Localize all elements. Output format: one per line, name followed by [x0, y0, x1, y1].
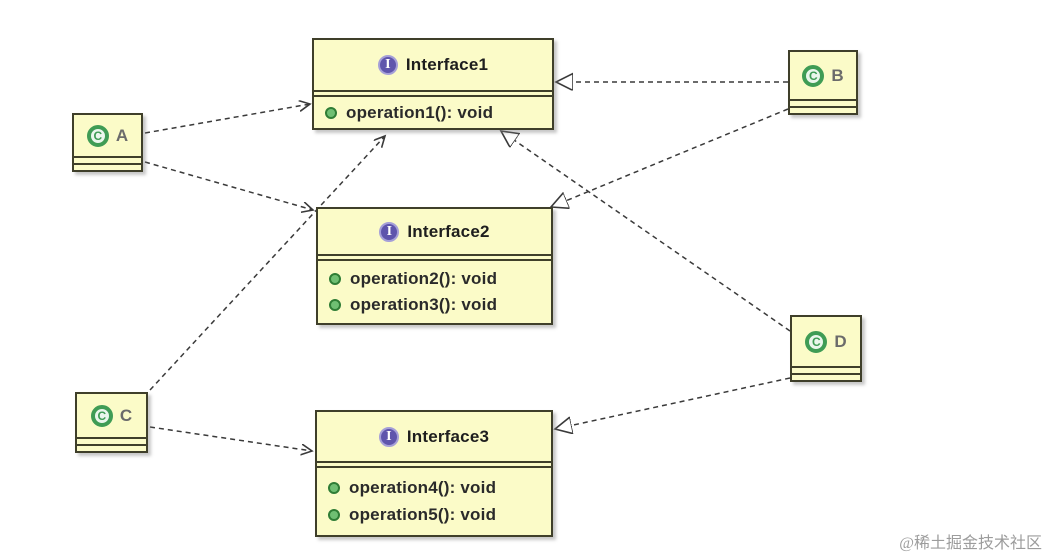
interface3-name: Interface3 [406, 426, 490, 446]
edge-C-Interface3-dependency [149, 426, 312, 451]
class-b-name: B [831, 65, 844, 85]
operation-icon [325, 106, 337, 119]
class-d-title-row: C D [792, 317, 860, 366]
class-icon: C [90, 404, 113, 427]
interface3-operations: operation4(): void operation5(): void [317, 468, 551, 535]
empty-operations-compartment [74, 163, 141, 170]
class-c-name: C [119, 405, 133, 425]
class-b-node: C B [788, 50, 858, 115]
empty-operations-compartment [790, 106, 856, 113]
class-c-title-row: C C [77, 394, 146, 437]
operation-label: operation3(): void [350, 295, 498, 314]
class-c-node: C C [75, 392, 148, 453]
empty-operations-compartment [77, 444, 146, 451]
edge-A-Interface2-dependency [144, 161, 313, 210]
interface1-node: I Interface1 operation1(): void [312, 38, 554, 130]
operation-icon [328, 509, 340, 522]
operation-icon [329, 273, 341, 285]
class-a-title-row: C A [74, 115, 141, 156]
juejin-watermark: @稀土掘金技术社区 [899, 535, 1042, 552]
operation-row: operation3(): void [318, 295, 551, 315]
operation-label: operation2(): void [350, 269, 498, 288]
interface3-title-row: I Interface3 [317, 412, 551, 461]
class-icon: C [802, 64, 825, 87]
class-b-title-row: C B [790, 52, 856, 99]
interface3-node: I Interface3 operation4(): void operatio… [315, 410, 553, 537]
edge-B-Interface2-realization [551, 108, 789, 207]
interface-icon: I [379, 221, 400, 242]
operation-row: operation1(): void [314, 103, 552, 123]
class-a-name: A [115, 125, 129, 145]
interface-icon: I [377, 55, 398, 75]
interface1-name: Interface1 [405, 55, 489, 74]
operation-icon [328, 481, 340, 494]
operation-row: operation4(): void [317, 478, 551, 498]
compartment-separator [317, 461, 551, 468]
class-d-node: C D [790, 315, 862, 382]
empty-attributes-compartment [792, 366, 860, 373]
interface-icon: I [378, 426, 399, 447]
empty-operations-compartment [792, 373, 860, 380]
class-icon: C [86, 124, 109, 147]
operation-label: operation5(): void [349, 505, 497, 525]
edge-D-Interface1-realization [501, 131, 791, 332]
class-icon: C [805, 330, 828, 353]
empty-attributes-compartment [77, 437, 146, 444]
edge-A-Interface1-dependency [144, 104, 310, 134]
empty-attributes-compartment [74, 156, 141, 163]
empty-attributes-compartment [790, 99, 856, 106]
interface1-title-row: I Interface1 [314, 40, 552, 90]
operation-icon [329, 299, 341, 311]
interface2-operations: operation2(): void operation3(): void [318, 261, 551, 323]
interface2-title-row: I Interface2 [318, 209, 551, 254]
interface1-operations: operation1(): void [314, 97, 552, 128]
edge-D-Interface3-realization [555, 377, 791, 429]
operation-label: operation4(): void [349, 477, 497, 497]
class-a-node: C A [72, 113, 143, 172]
edge-C-Interface1-dependency [149, 136, 385, 391]
operation-label: operation1(): void [346, 102, 494, 122]
compartment-separator [314, 90, 552, 97]
class-d-name: D [834, 331, 847, 351]
compartment-separator [318, 254, 551, 261]
operation-row: operation2(): void [318, 269, 551, 289]
interface2-name: Interface2 [407, 221, 490, 241]
interface2-node: I Interface2 operation2(): void operatio… [316, 207, 553, 325]
operation-row: operation5(): void [317, 505, 551, 525]
